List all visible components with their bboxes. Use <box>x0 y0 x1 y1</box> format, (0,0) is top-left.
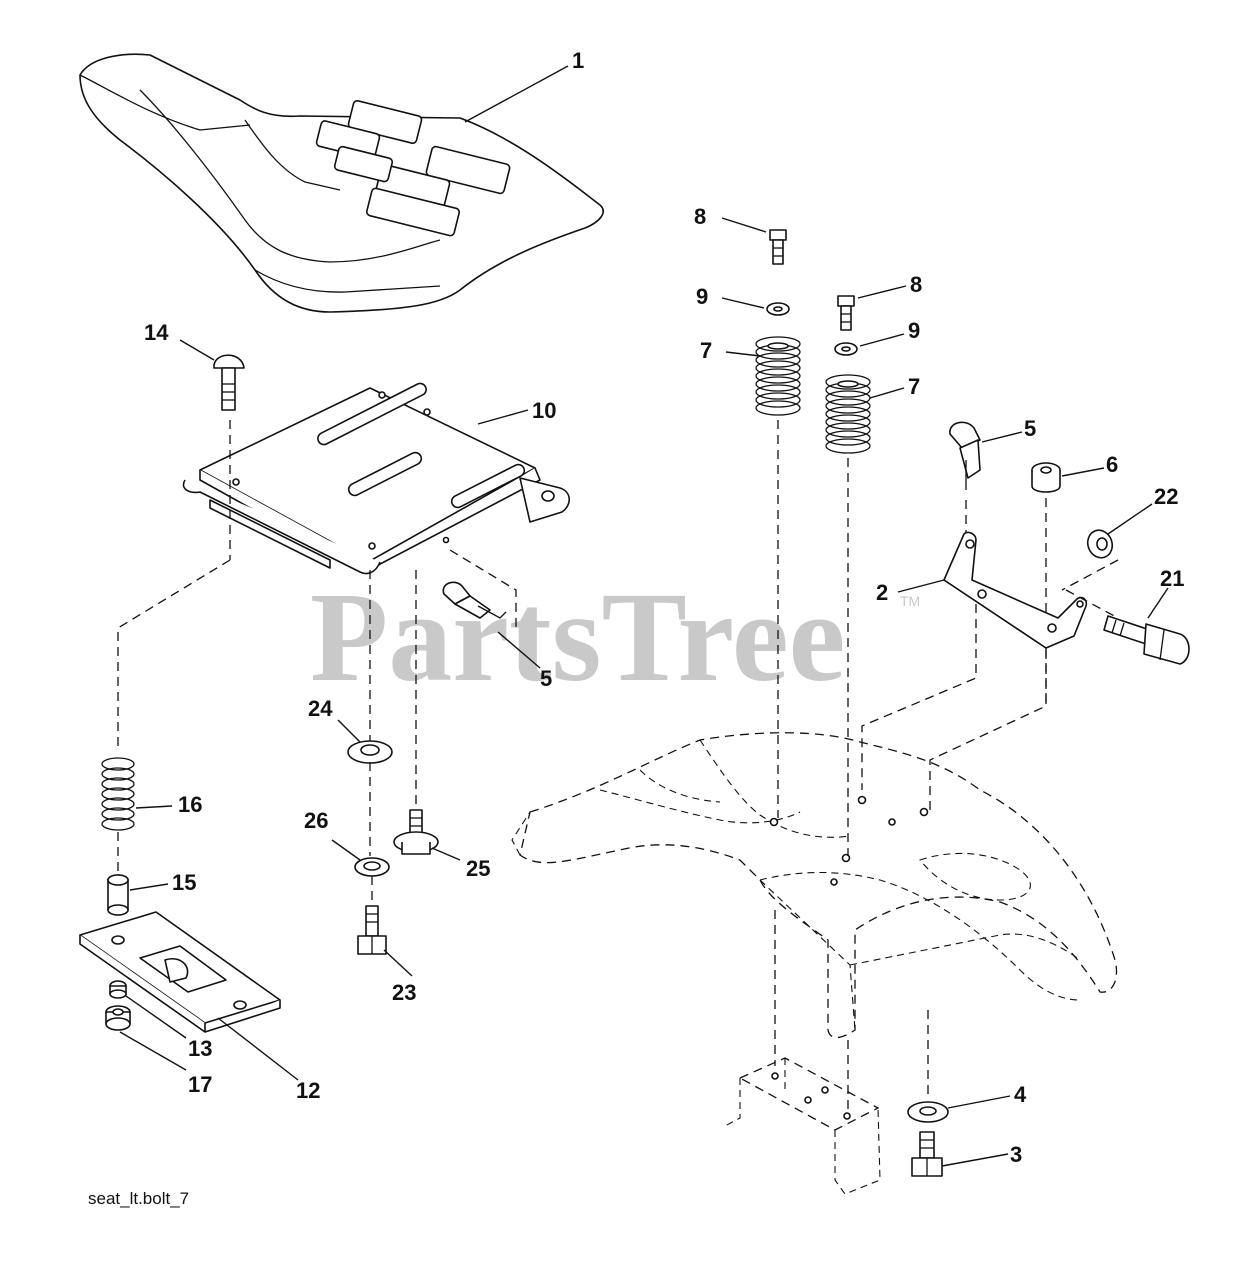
callout-10: 10 <box>532 398 556 423</box>
spring-right-part[interactable] <box>825 374 871 454</box>
callout-4: 4 <box>1014 1082 1027 1107</box>
callout-14: 14 <box>144 320 169 345</box>
tractor-frame-phantom <box>511 732 1118 1039</box>
wire-clip-right-part[interactable] <box>949 421 981 490</box>
seat-part[interactable] <box>79 53 604 313</box>
callout-12: 12 <box>296 1078 320 1103</box>
callout-3: 3 <box>1010 1142 1022 1167</box>
callout-8-left: 8 <box>694 204 706 229</box>
bottom-screw-part[interactable] <box>357 905 387 955</box>
callout-7-left: 7 <box>700 338 712 363</box>
callout-23: 23 <box>392 980 416 1005</box>
callout-13: 13 <box>188 1036 212 1061</box>
diagram-caption: seat_lt.bolt_7 <box>88 1189 189 1208</box>
flange-bolt-part[interactable] <box>393 809 439 855</box>
callout-8-right: 8 <box>910 272 922 297</box>
wire-clip-left-part[interactable] <box>442 581 507 619</box>
bolt-top-right-part[interactable] <box>837 295 855 331</box>
watermark-text: PartsTree <box>310 566 845 708</box>
shoulder-bolt-part[interactable] <box>1103 615 1190 665</box>
small-nut-part[interactable] <box>109 980 127 999</box>
callout-26: 26 <box>304 808 328 833</box>
locknut-part[interactable] <box>1084 527 1116 562</box>
callout-22: 22 <box>1154 484 1178 509</box>
callout-7-right: 7 <box>908 374 920 399</box>
trademark-text: TM <box>900 593 920 609</box>
seat-pan-part[interactable] <box>182 381 571 575</box>
callout-17: 17 <box>188 1072 212 1097</box>
callout-16: 16 <box>178 792 202 817</box>
lock-washer-hole <box>363 861 381 871</box>
carriage-bolt-part[interactable] <box>213 354 245 411</box>
small-spring-part[interactable] <box>101 757 135 831</box>
callout-1: 1 <box>572 48 584 73</box>
callout-5-left: 5 <box>540 666 552 691</box>
callout-9-right: 9 <box>908 318 920 343</box>
bracket-part[interactable] <box>943 531 1088 649</box>
washer-bottom-hole <box>919 1106 937 1116</box>
flange-nut-part[interactable] <box>105 1005 131 1031</box>
spring-left-part[interactable] <box>755 336 801 416</box>
callout-9-left: 9 <box>696 284 708 309</box>
slide-plate-part[interactable] <box>79 911 281 1033</box>
callout-24: 24 <box>308 696 333 721</box>
bolt-bottom-part[interactable] <box>911 1131 943 1177</box>
nut-right-part[interactable] <box>1031 462 1061 493</box>
lower-bracket-phantom <box>724 1057 881 1195</box>
callout-25: 25 <box>466 856 490 881</box>
spacer-part[interactable] <box>107 874 129 916</box>
callout-15: 15 <box>172 870 196 895</box>
large-washer-hole <box>360 744 380 756</box>
washer-top-left-hole <box>773 306 783 312</box>
callout-6: 6 <box>1106 452 1118 477</box>
callout-5-right: 5 <box>1024 416 1036 441</box>
bolt-top-left-part[interactable] <box>769 229 787 265</box>
washer-top-right-hole <box>841 346 851 352</box>
callout-2: 2 <box>876 580 888 605</box>
callout-21: 21 <box>1160 566 1184 591</box>
